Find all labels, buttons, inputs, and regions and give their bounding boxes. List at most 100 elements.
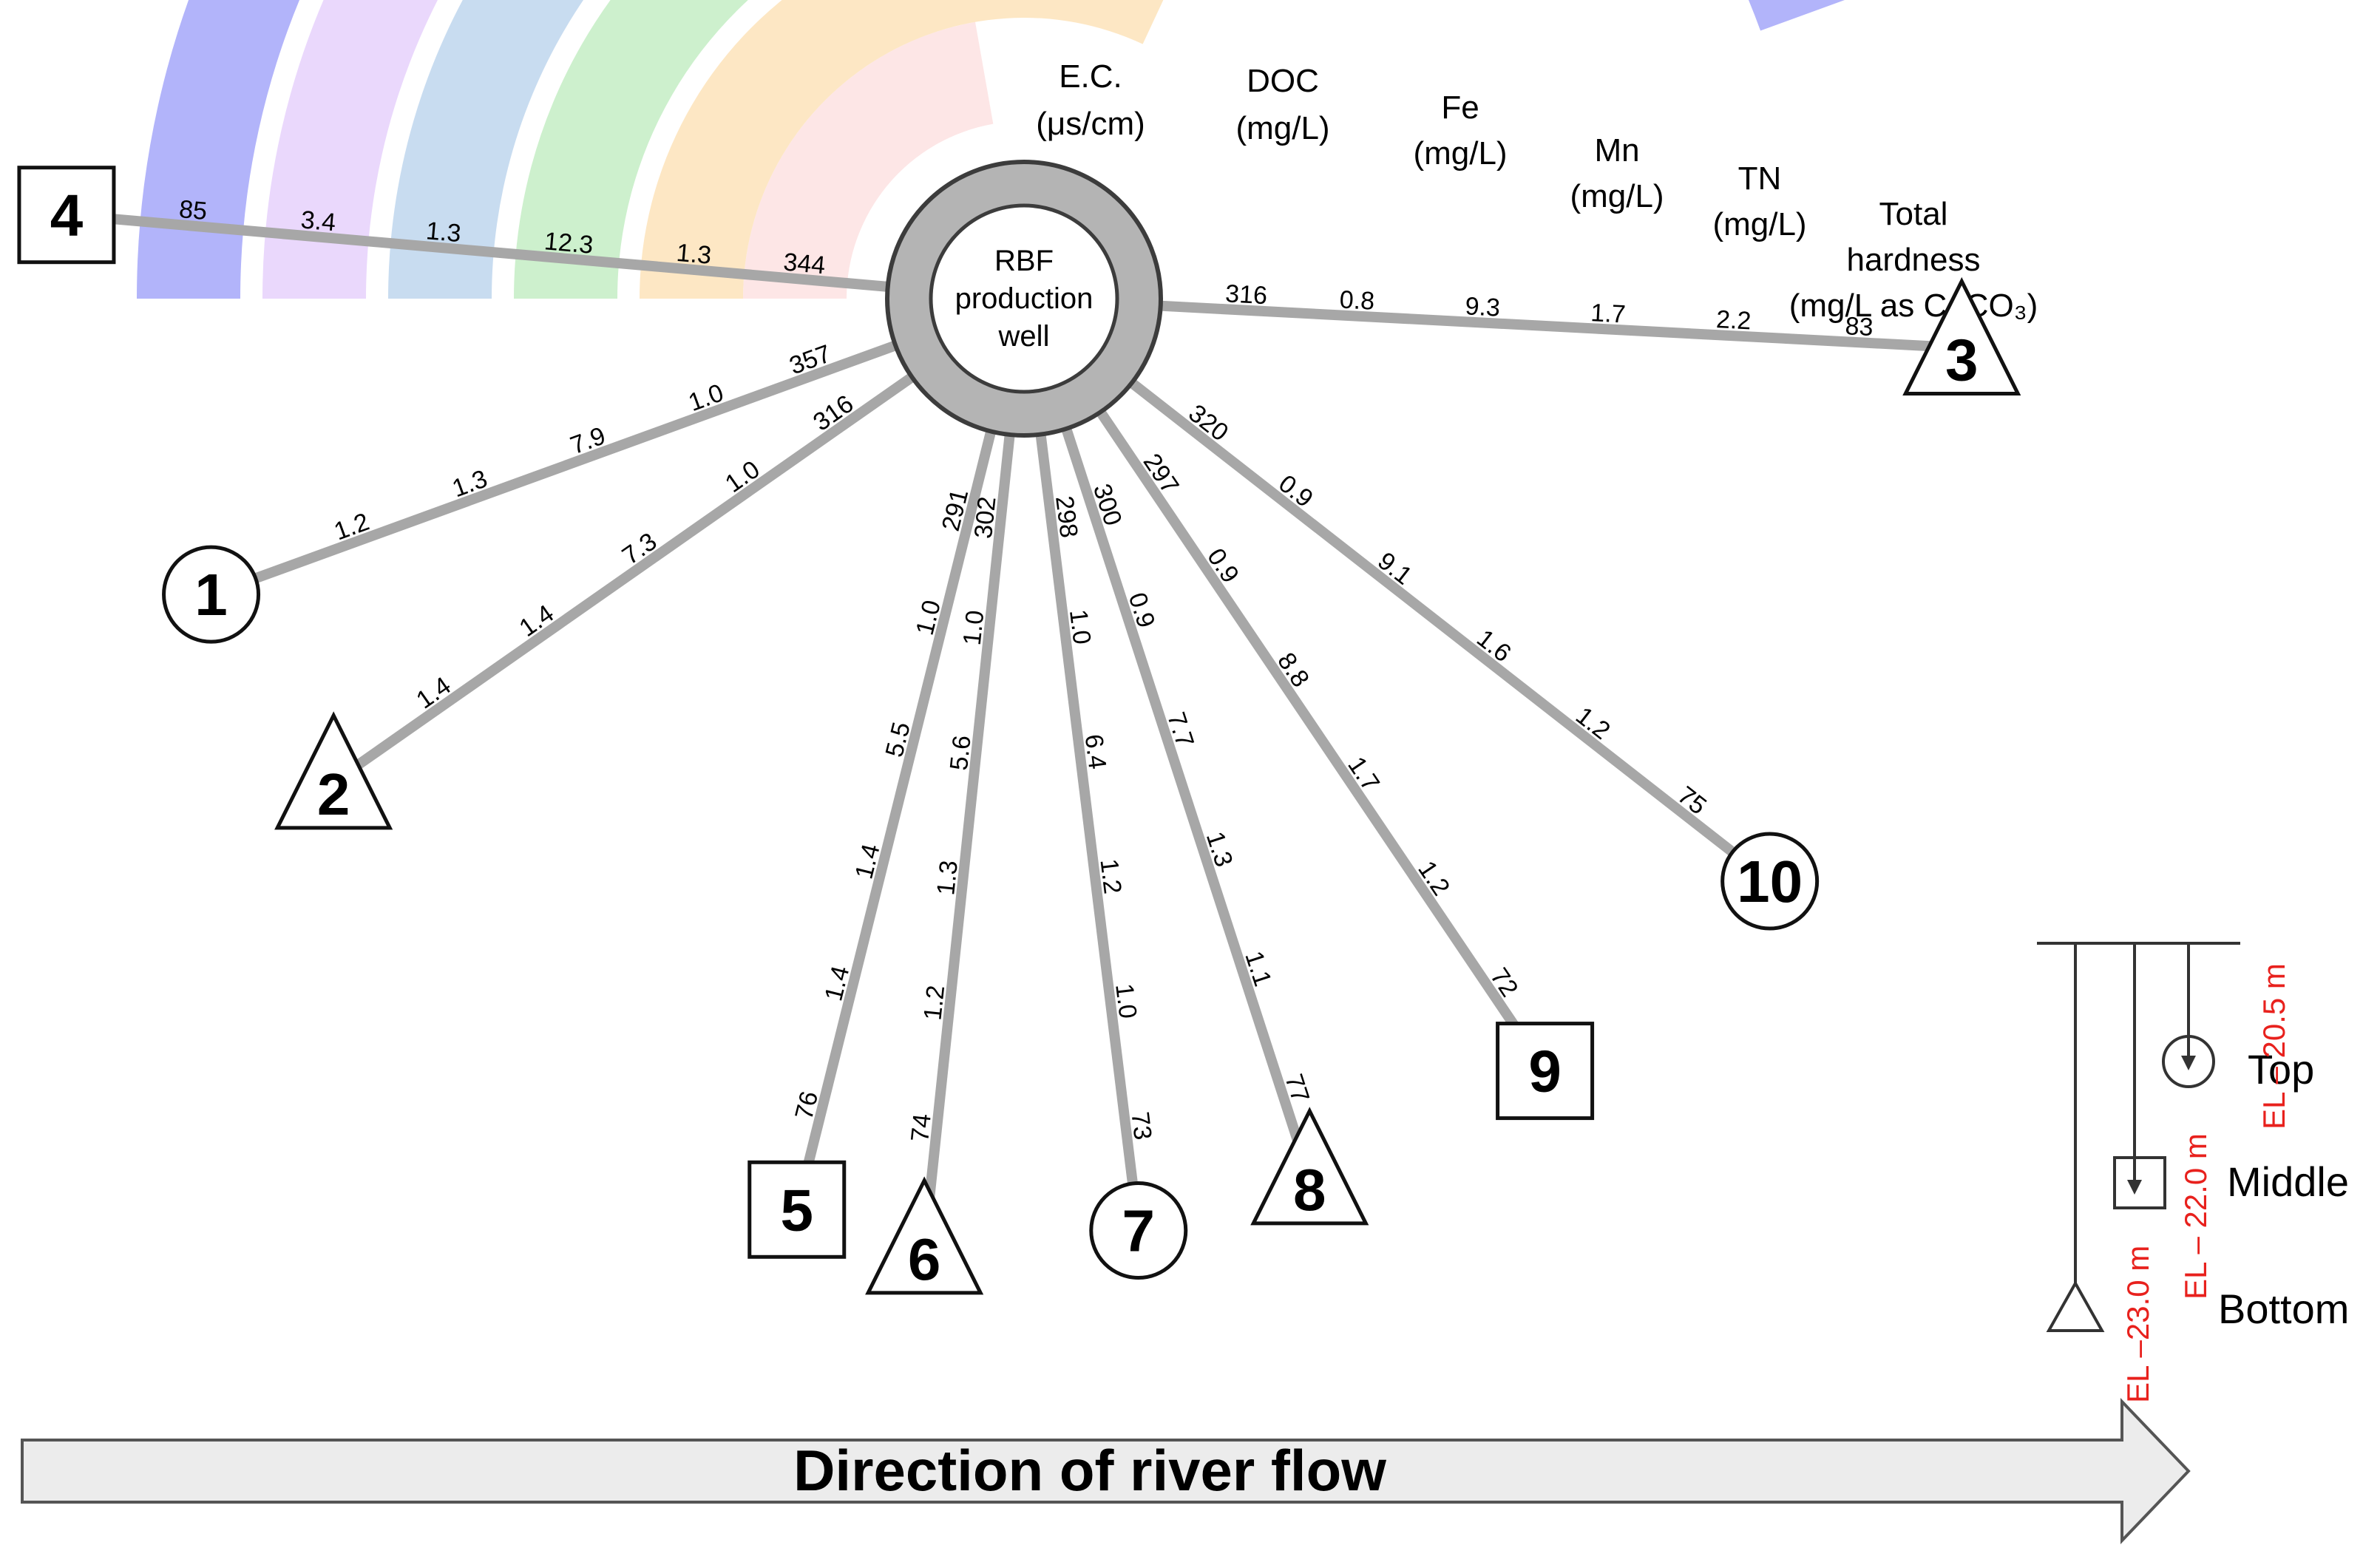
well-marker-7: 7: [1089, 1181, 1188, 1280]
fe-label-line-1: Fe: [1441, 89, 1479, 126]
tn-label-line-1: TN: [1738, 160, 1782, 197]
value-well-9-fe: 8.8: [1272, 648, 1315, 692]
value-well-3-tn: 2.2: [1715, 305, 1752, 335]
depth-legend: Top Middle Bottom EL – 20.5 m EL – 22.0 …: [2037, 942, 2349, 1403]
value-well-6-ec: 302: [969, 495, 1002, 540]
well-marker-4: 4: [17, 166, 116, 265]
value-well-4-th: 85: [178, 195, 208, 225]
well-marker-label-4: 4: [50, 183, 84, 248]
value-well-9-tn: 1.2: [1412, 856, 1455, 900]
value-well-2-mn: 1.4: [515, 600, 560, 642]
well-marker-10: 10: [1720, 832, 1820, 931]
mn-band: [388, 0, 584, 299]
well-marker-1: 1: [162, 545, 261, 644]
value-well-9-ec: 297: [1138, 449, 1184, 499]
square-marker-icon: [17, 166, 116, 265]
value-well-10-tn: 1.2: [1570, 702, 1616, 745]
th-label-line-2: hardness: [1846, 242, 1980, 278]
legend-middle-elevation: EL – 22.0 m: [2178, 1133, 2213, 1300]
ray-well-1: [237, 340, 898, 590]
value-well-3-mn: 1.7: [1590, 299, 1626, 328]
mn-label-line-2: (mg/L): [1570, 178, 1664, 214]
value-well-10-ec: 320: [1183, 399, 1233, 447]
value-well-4-ec: 344: [782, 248, 827, 280]
square-marker-icon: [747, 1160, 847, 1259]
parameter-labels: E.C. (μs/cm) DOC (mg/L) Fe (mg/L) Mn (mg…: [1036, 58, 2038, 324]
triangle-marker-icon: [1902, 276, 2021, 395]
value-well-2-doc: 1.0: [720, 455, 765, 498]
well-marker-label-7: 7: [1122, 1198, 1156, 1264]
legend-top-label: Top: [2248, 1046, 2314, 1093]
flow-arrow-shape: [21, 1398, 2191, 1544]
value-well-2-fe: 7.3: [617, 527, 662, 570]
circle-marker-icon: [162, 545, 261, 644]
ec-label-line-1: E.C.: [1059, 58, 1122, 95]
square-marker-icon: [1496, 1022, 1595, 1121]
doc-band: [640, 0, 1164, 299]
well-marker-8: 8: [1250, 1107, 1369, 1226]
well-marker-2: 2: [274, 711, 393, 830]
value-well-4-tn: 3.4: [299, 206, 336, 237]
well-inner-core: [929, 203, 1119, 394]
tn-label-line-2: (mg/L): [1712, 206, 1806, 242]
ray-well-9: [1096, 409, 1533, 1050]
legend-top-arrowhead: [2181, 1056, 2196, 1070]
value-well-10-fe: 9.1: [1372, 547, 1417, 591]
triangle-marker-icon: [1250, 1107, 1369, 1226]
ray-well-2: [354, 373, 915, 770]
tn-band: [262, 0, 438, 299]
ec-label-line-2: (μs/cm): [1036, 106, 1145, 142]
circle-marker-icon: [1720, 832, 1820, 931]
value-well-10-doc: 0.9: [1273, 469, 1318, 513]
doc-label-line-1: DOC: [1247, 63, 1319, 99]
circle-marker-icon: [1089, 1181, 1188, 1280]
value-well-6-th: 74: [906, 1113, 937, 1144]
value-well-7-tn: 1.0: [1110, 982, 1142, 1021]
well-marker-label-2: 2: [317, 761, 350, 827]
legend-middle-square-icon: [2113, 1156, 2166, 1209]
value-well-7-mn: 1.2: [1094, 858, 1126, 896]
value-well-10-mn: 1.6: [1471, 624, 1516, 668]
th-label-line-1: Total: [1879, 196, 1948, 232]
value-well-7-ec: 298: [1050, 495, 1083, 540]
value-well-6-fe: 5.6: [945, 734, 977, 772]
ray-well-10: [1128, 378, 1750, 867]
well-marker-label-8: 8: [1293, 1157, 1326, 1223]
value-well-4-doc: 1.3: [675, 239, 712, 270]
well-label-line-1: RBF: [994, 245, 1054, 277]
value-labels: 3441.312.31.33.4853571.07.91.31.2653161.…: [178, 195, 1874, 1143]
parameter-bands: [137, 0, 1845, 299]
well-label-line-3: well: [998, 320, 1050, 353]
well-marker-6: 6: [865, 1176, 984, 1295]
value-well-3-doc: 0.8: [1339, 285, 1375, 315]
value-well-7-th: 73: [1125, 1110, 1156, 1141]
well-marker-label-6: 6: [908, 1226, 941, 1292]
th-label-line-3: (mg/L as CaCO₃): [1789, 288, 2038, 324]
sampling-rays: [95, 212, 1933, 1218]
ray-well-5: [799, 429, 997, 1183]
value-well-2-ec: 316: [808, 390, 858, 437]
ray-well-3: [1160, 300, 1933, 352]
legend-bottom-label: Bottom: [2218, 1286, 2349, 1332]
well-label-line-2: production: [955, 282, 1094, 315]
well-marker-3: 3: [1902, 276, 2021, 395]
value-well-4-fe: 12.3: [543, 227, 594, 259]
value-well-7-doc: 1.0: [1064, 608, 1096, 646]
ray-well-7: [1035, 433, 1140, 1202]
fe-band: [514, 0, 748, 299]
triangle-marker-icon: [865, 1176, 984, 1295]
well-marker-label-3: 3: [1945, 327, 1979, 393]
value-well-6-mn: 1.3: [932, 859, 963, 897]
value-well-2-tn: 1.4: [411, 671, 456, 714]
well-marker-label-10: 10: [1737, 849, 1803, 914]
value-well-9-doc: 0.9: [1201, 543, 1244, 588]
triangle-marker-icon: [274, 711, 393, 830]
fe-label-line-2: (mg/L): [1413, 135, 1507, 172]
legend-top-elevation: EL – 20.5 m: [2257, 963, 2291, 1130]
legend-bottom-elevation: EL –23.0 m: [2120, 1246, 2155, 1403]
well-marker-9: 9: [1496, 1022, 1595, 1121]
rbf-production-well: RBF production well: [885, 160, 1163, 438]
legend-bottom-triangle-icon: [2046, 1280, 2105, 1332]
